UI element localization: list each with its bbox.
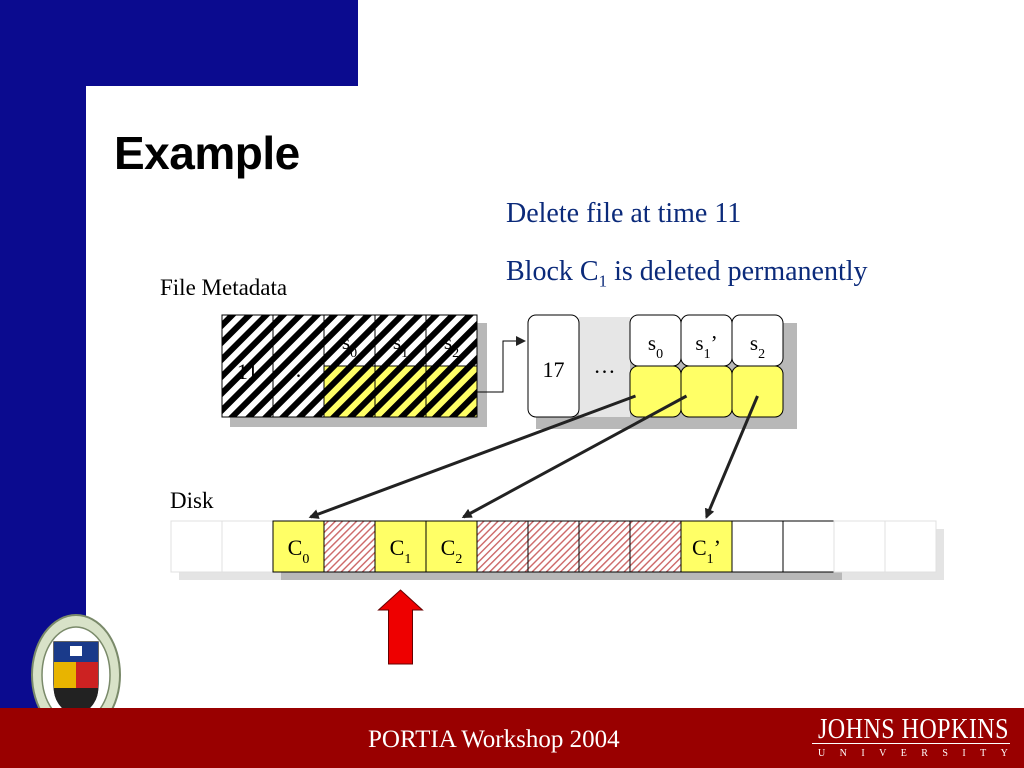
university-name: JOHNS HOPKINS [818,714,1009,745]
disk-block [221,520,274,573]
disk-block [374,520,427,573]
block-pointer-arrow [308,394,637,519]
file-metadata-label: File Metadata [160,275,288,300]
disk-block [629,520,682,573]
old-slot-label-cell [425,314,478,367]
university-letter: I [861,748,865,759]
footer-event: PORTIA Workshop 2004 [368,726,620,753]
disk-block [170,520,223,573]
disk-block [833,520,886,573]
university-divider [812,743,1010,744]
university-letter: R [921,748,928,759]
disk-block [527,520,580,573]
note-block-deleted: Block C1 is deleted permanently [506,256,868,292]
disk-block [731,520,784,573]
note-prefix: Block C [506,256,599,287]
new-time-value: 17 [543,357,565,382]
version-link-arrow [477,336,526,393]
university-seal-icon [31,614,121,736]
old-slot-label-cell [374,314,427,367]
disk-block [578,520,631,573]
disk-label: Disk [170,488,214,513]
university-letter: T [980,748,987,759]
note-subscript: 1 [598,271,608,291]
disk-block [884,520,937,573]
slide-title: Example [114,127,300,179]
new-time-cell [527,314,580,418]
block-pointer-arrow [461,394,688,519]
disk-block [476,520,529,573]
footer-bar [0,708,1024,768]
left-blue-band [0,0,86,708]
new-ellipsis: … [594,353,616,378]
disk-block [782,520,835,573]
note-delete-file: Delete file at time 11 [506,198,742,229]
disk-block [425,520,478,573]
new-slot-label: s1’ [695,331,717,362]
university-letter: E [900,748,907,759]
old-slot-label-cell [323,314,376,367]
old-ellipsis: … [288,357,310,382]
old-slot-pointer-cell [323,365,376,418]
old-slot-pointer-cell [374,365,427,418]
block-pointer-arrow [704,395,759,519]
university-letter: Y [1000,748,1008,759]
university-letter: S [942,748,948,759]
university-word: U N I V E R S I T Y [818,748,1008,759]
note-suffix: is deleted permanently [607,256,868,287]
disk-block [323,520,376,573]
university-letter: V [879,748,887,759]
disk-block [272,520,325,573]
new-slot-pointer-cell [731,365,784,418]
university-letter: U [818,748,826,759]
university-letter: N [839,748,847,759]
old-slot-pointer-cell [425,365,478,418]
old-time-cell [221,314,274,418]
university-letter: I [962,748,966,759]
old-time-value: 11 [237,359,258,384]
deleted-block-indicator-arrow [377,589,424,665]
new-slot-pointer-cell [680,365,733,418]
new-slot-pointer-cell [629,365,682,418]
old-ellipsis-cell [272,314,325,418]
